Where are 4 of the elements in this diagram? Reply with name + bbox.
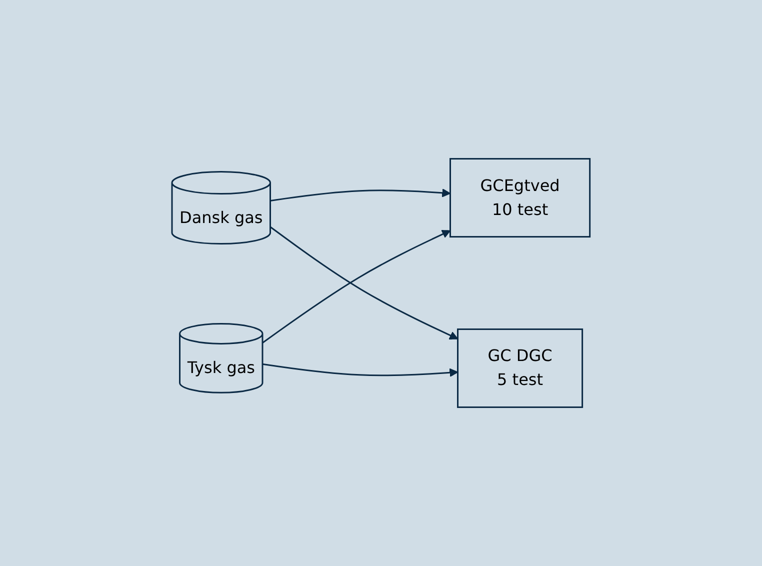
arrow xyxy=(270,188,451,202)
node-box: GC DGC 5 test xyxy=(457,328,584,408)
arrow xyxy=(262,363,458,377)
node-box: GCEgtved 10 test xyxy=(450,158,591,238)
